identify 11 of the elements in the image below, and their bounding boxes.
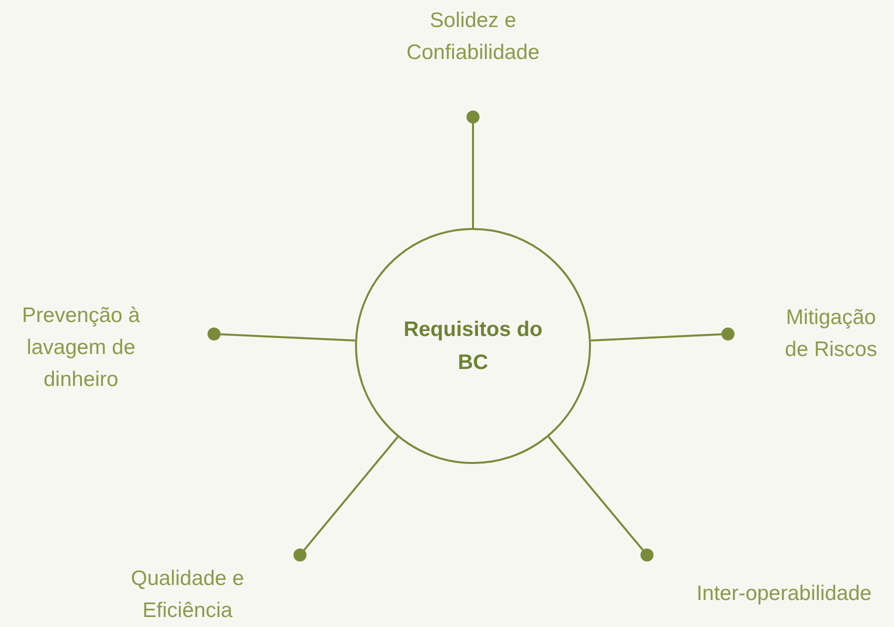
requirement-label: Solidez e Confiabilidade: [405, 8, 541, 66]
connector-line: [590, 328, 734, 342]
connector-line: [208, 328, 356, 342]
requirement-label: Mitigação de Riscos: [784, 305, 878, 363]
requirement-label: Prevenção à lavagem de dinheiro: [21, 303, 141, 393]
connector-line: [548, 436, 654, 562]
connector-line: [294, 436, 399, 562]
requirement-label: Inter-operabilidade: [695, 581, 873, 607]
connector-line: [466, 110, 480, 228]
requirement-label: Qualidade e Eficiência: [130, 566, 246, 624]
center-title: Requisitos do BC: [403, 317, 543, 376]
